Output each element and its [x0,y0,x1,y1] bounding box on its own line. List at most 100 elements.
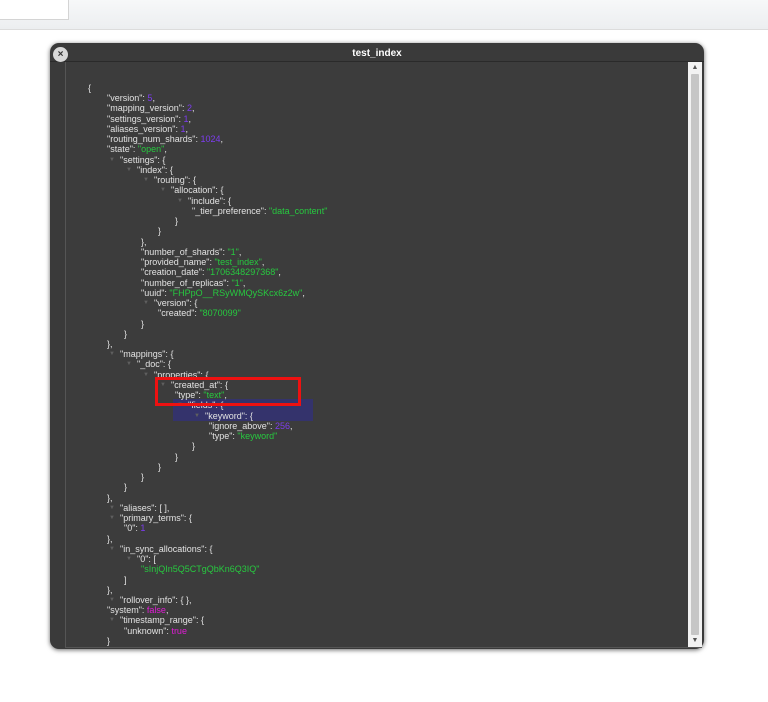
json-value: { [249,410,253,421]
json-line: "mappings": { [120,349,174,360]
json-value: } [192,441,196,452]
json-value: { [194,298,198,309]
json-value: } [141,472,145,483]
json-value: } [107,635,111,646]
json-value: 1 [183,113,189,124]
annotation-red-box [155,377,301,406]
json-value: "1" [227,246,239,257]
json-value: } [158,461,162,472]
top-input-field[interactable] [0,0,69,20]
json-key: "number_of_replicas" [141,277,227,288]
collapse-toggle-icon[interactable]: ▼ [194,412,200,419]
json-key: "unknown" [124,625,167,636]
json-punctuation: , [152,93,155,104]
json-line: "0": [ [137,554,156,565]
vertical-scrollbar[interactable]: ▲ ▼ [688,62,702,647]
json-line: "created": "8070099" [158,308,241,319]
json-key: "in_sync_allocations" [120,543,205,554]
collapse-toggle-icon[interactable]: ▼ [109,156,115,163]
json-line: "index": { [137,164,173,175]
json-value: { [162,154,166,165]
json-line: "routing_num_shards": 1024, [107,134,224,145]
json-line: } [175,452,178,462]
collapse-toggle-icon[interactable]: ▼ [143,177,149,184]
collapse-toggle-icon[interactable]: ▼ [143,371,149,378]
json-line: { [88,83,91,93]
json-value: { [224,379,228,390]
page-toolbar [0,0,768,30]
collapse-toggle-icon[interactable]: ▼ [109,597,115,603]
json-key: "properties" [154,369,201,380]
collapse-toggle-icon[interactable]: ▼ [126,361,132,368]
json-key: "keyword" [205,410,245,421]
json-value: }, [107,584,113,595]
json-value: 5 [147,93,153,104]
collapse-toggle-icon[interactable]: ▼ [126,166,132,173]
json-line: }, [107,493,113,503]
json-value: { [209,543,213,554]
scrollbar-thumb[interactable] [691,74,699,635]
json-value: { [227,195,231,206]
collapse-toggle-icon[interactable]: ▼ [109,545,115,552]
json-value: "open" [137,144,165,155]
json-value: { [88,83,92,93]
scroll-down-arrow-icon[interactable]: ▼ [691,637,699,644]
json-value: "FHPpO__RSyWMQySKcx6z2w" [169,287,303,298]
json-line: ] [124,575,127,585]
collapse-toggle-icon[interactable]: ▼ [143,300,149,307]
dialog-titlebar[interactable]: test_index [50,43,704,62]
json-value: { [167,359,171,370]
json-line: "creation_date": "1706348297368", [141,267,281,278]
json-value: 2 [186,103,192,114]
json-line: }, [107,534,113,544]
json-key: "created_at" [171,379,220,390]
json-key: "state" [107,144,133,155]
json-line: } [141,472,144,482]
json-key: "provided_name" [141,257,210,268]
collapse-toggle-icon[interactable]: ▼ [109,504,115,511]
json-value: } [124,482,128,493]
json-key: "creation_date" [141,267,202,278]
json-value: "1" [231,277,243,288]
collapse-toggle-icon[interactable]: ▼ [109,351,115,358]
json-punctuation: , [278,267,281,278]
json-value: } [175,216,179,227]
json-line: "ignore_above": 256, [209,420,293,431]
json-line: "number_of_replicas": "1", [141,277,246,288]
collapse-toggle-icon[interactable]: ▼ [160,381,166,388]
json-key: "0" [137,554,149,565]
json-line: "aliases": [ ], [120,502,170,513]
json-value: 1 [140,523,146,534]
scroll-up-arrow-icon[interactable]: ▲ [691,64,699,71]
collapse-toggle-icon[interactable]: ▼ [109,515,115,522]
json-punctuation: , [289,420,293,431]
json-line: "primary_terms": { [120,513,192,524]
json-key: "settings" [120,154,158,165]
json-value: { [220,185,224,196]
json-value: } [141,318,145,329]
json-key: "mappings" [120,349,166,360]
json-line: "version": 5, [107,93,155,104]
close-icon[interactable]: × [53,47,68,62]
collapse-toggle-icon[interactable]: ▼ [160,187,166,194]
collapse-toggle-icon[interactable]: ▼ [109,617,115,624]
json-key: "0" [124,523,136,534]
json-line: "unknown": true [124,625,187,636]
json-punctuation: , [242,277,246,288]
json-line: "settings": { [120,154,166,165]
json-key: "aliases" [120,502,155,513]
json-punctuation: , [238,246,242,257]
json-value: [ [153,554,156,565]
json-viewer-dialog: test_index × {"version": 5,"mapping_vers… [50,43,704,649]
collapse-toggle-icon[interactable]: ▼ [177,197,183,204]
json-line: "properties": { [154,369,209,380]
json-punctuation: , [191,103,195,114]
json-value: { [169,164,173,175]
json-value: 256 [274,420,290,431]
json-line: }, [107,585,113,595]
json-line: "provided_name": "test_index", [141,257,265,268]
json-key: "routing_num_shards" [107,134,196,145]
json-key: "type" [209,431,233,442]
collapse-toggle-icon[interactable]: ▼ [126,556,132,563]
json-line: "type": "text", [175,390,227,401]
